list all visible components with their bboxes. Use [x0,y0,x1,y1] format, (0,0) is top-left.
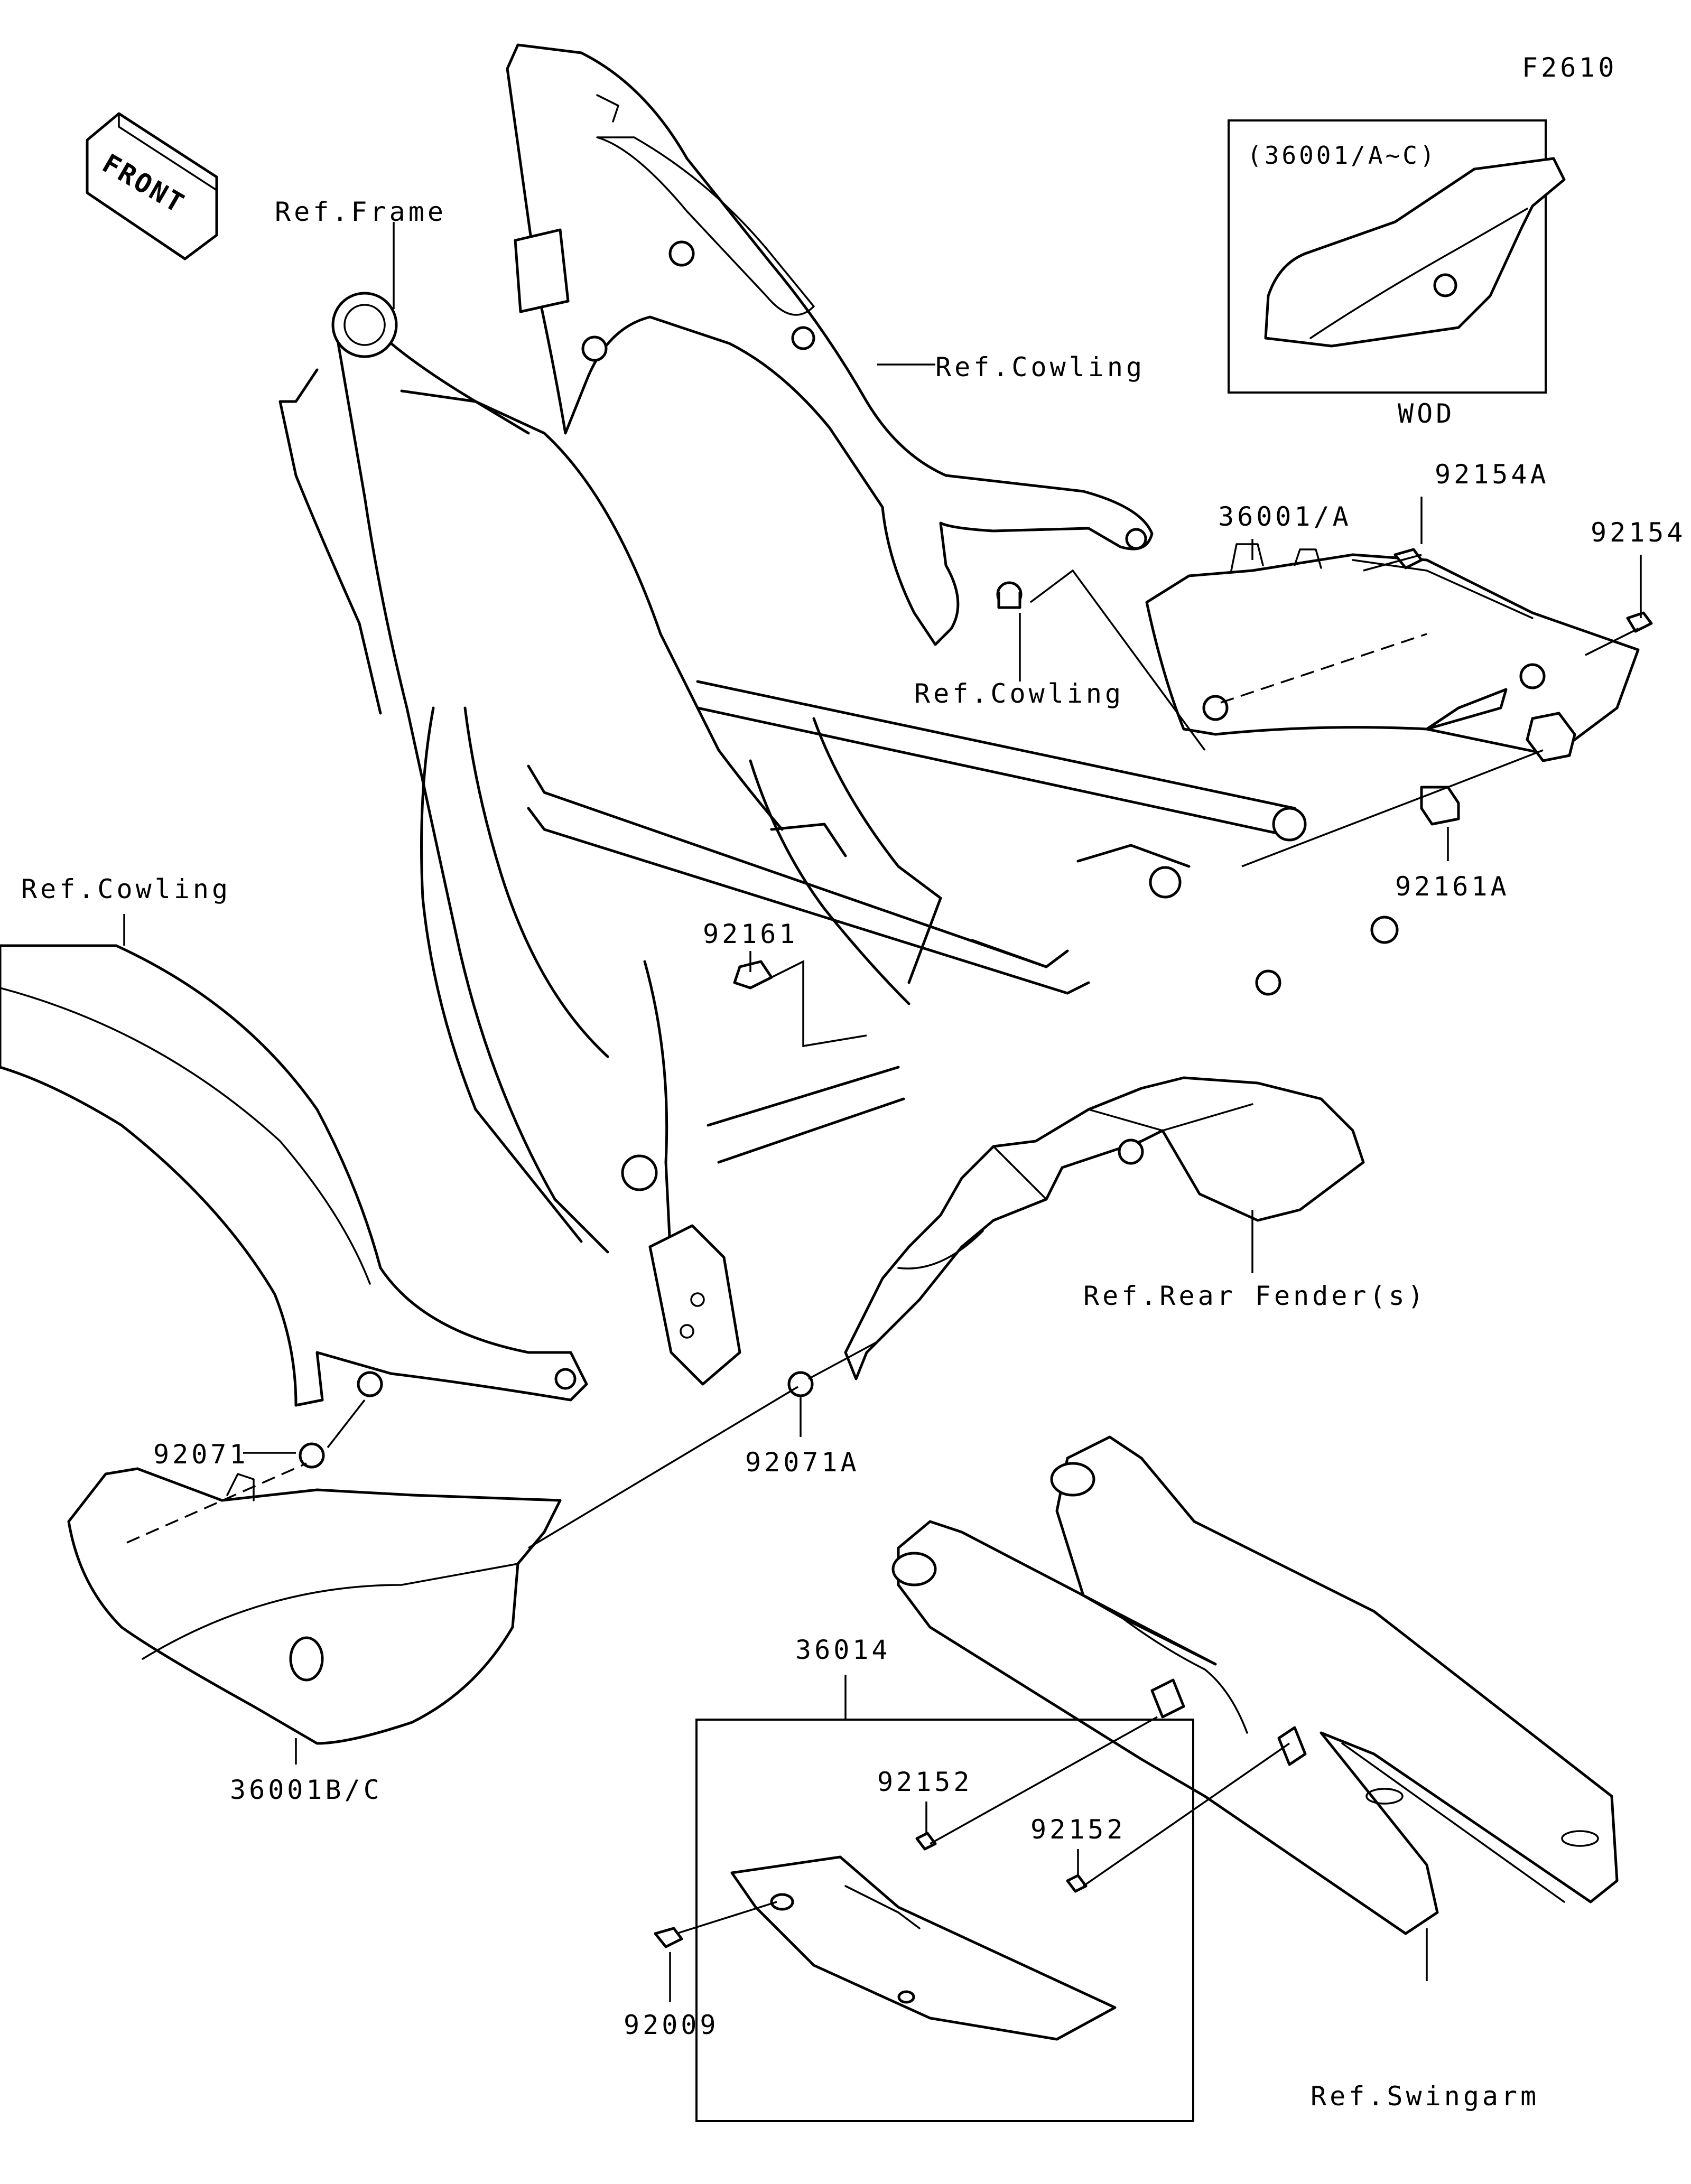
washer-92152-b [1066,1874,1088,1893]
label-92161: 92161 [703,919,798,949]
label-ref-frame: Ref.Frame [275,197,447,227]
label-92009: 92009 [624,2010,719,2040]
label-ref-cowling-mid: Ref.Cowling [914,678,1124,709]
chain-guard-36014-drawing [654,1719,1194,2122]
inset-side-cover-drawing [1264,157,1566,348]
label-92152-a: 92152 [877,1767,973,1797]
label-92154: 92154 [1591,517,1686,548]
figure-code: F2610 [1522,52,1618,83]
label-ref-rear-fender: Ref.Rear Fender(s) [1083,1281,1427,1311]
label-92161a: 92161A [1395,871,1510,902]
bolt-92154 [1626,611,1653,633]
label-92154a: 92154A [1435,459,1549,490]
label-36001a: 36001/A [1218,501,1352,532]
inset-box: (36001/A~C) WOD [1228,119,1566,429]
frame-drawing [278,292,1399,1386]
label-ref-cowling-upper: Ref.Cowling [935,352,1145,382]
label-92071a: 92071A [745,1447,860,1478]
label-92152-b: 92152 [1030,1814,1126,1845]
upper-cowling-drawing [506,43,1154,646]
left-cowling-drawing [0,944,588,1407]
side-cover-36001bc-drawing [67,1462,562,1745]
side-cover-36001a-drawing [1145,543,1640,757]
rear-fender-drawing [844,1076,1365,1380]
label-92071: 92071 [153,1439,249,1470]
washer-92152-a [915,1832,937,1851]
label-36014: 36014 [795,1635,891,1665]
leader-lines [123,222,1642,2002]
bolt-92009 [654,1927,683,1948]
grommet-92161a [1420,786,1460,826]
inset-caption: WOD [1398,398,1455,429]
front-arrow: FRONT [86,112,218,260]
label-36001bc: 36001B/C [230,1775,383,1805]
label-ref-swingarm: Ref.Swingarm [1311,2081,1539,2112]
grommet-92161 [733,960,773,990]
inset-title: (36001/A~C) [1247,141,1437,170]
washer-92071a [787,1371,814,1397]
washer-92071 [299,1442,325,1469]
swingarm-drawing [891,1435,1619,1935]
grommet-92161a-inner [1526,712,1576,762]
label-ref-cowling-left: Ref.Cowling [21,874,231,904]
